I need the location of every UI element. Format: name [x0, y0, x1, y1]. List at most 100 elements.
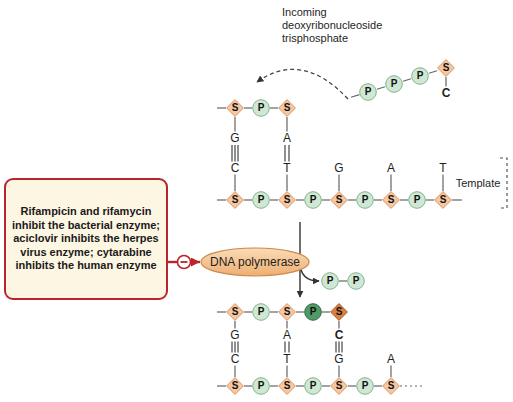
sugar-diamond: S	[434, 191, 452, 209]
sugar-letter: S	[284, 307, 291, 317]
base-letter: A	[283, 329, 291, 341]
hydrogen-bond	[234, 342, 235, 353]
backbone-bond	[244, 311, 252, 312]
sugar-diamond: S	[278, 377, 296, 395]
heading-label: Incoming deoxyribonucleoside trisphospha…	[282, 6, 400, 45]
sugar-letter: S	[443, 63, 450, 73]
sugar-shape	[331, 192, 348, 209]
base-links	[235, 77, 446, 377]
chain-stub	[351, 95, 359, 98]
sugar-letter: S	[440, 195, 447, 205]
phosphate-circle: P	[321, 272, 339, 290]
backbone-bond	[270, 107, 278, 108]
inhibitor-note: Rifampicin and rifamycin inhibit the bac…	[4, 178, 168, 300]
sugar-letter: S	[336, 381, 343, 391]
sugar-diamond: S	[226, 191, 244, 209]
sugar-letter: S	[388, 381, 395, 391]
base-link	[338, 321, 339, 329]
sugar-shape	[227, 192, 244, 209]
base-link	[286, 175, 287, 192]
sugar-diamond: S	[226, 99, 244, 117]
backbone-bond	[244, 199, 252, 200]
phosphate-shape	[360, 84, 377, 101]
phosphate-shape	[253, 304, 270, 321]
sugar-letter: S	[232, 381, 239, 391]
backbone-bond	[400, 199, 408, 200]
phosphate-letter: P	[327, 276, 334, 286]
template-bracket	[500, 158, 507, 208]
base-link	[234, 117, 235, 132]
backbone-bond	[429, 71, 437, 73]
phosphate-letter: P	[310, 381, 317, 391]
connector-group	[168, 71, 437, 386]
base-link	[442, 175, 443, 192]
hydrogen-bond	[288, 342, 289, 353]
phosphate-circle: P	[385, 75, 403, 93]
sugar-shape	[383, 378, 400, 395]
sugar-shape	[279, 304, 296, 321]
sugar-shape	[279, 378, 296, 395]
base-letter: A	[387, 353, 395, 365]
enzyme-shape	[201, 248, 309, 276]
base-letter: G	[230, 132, 239, 144]
sugar-diamond: S	[330, 377, 348, 395]
base-link	[286, 321, 287, 329]
enzyme-name: DNA polymerase	[210, 255, 300, 269]
sugar-letter: S	[232, 307, 239, 317]
base-letter: G	[334, 353, 343, 365]
sugar-diamond: S	[278, 99, 296, 117]
sugar-shape	[279, 192, 296, 209]
strand-stub	[217, 385, 226, 386]
phosphate-circle: P	[252, 303, 270, 321]
phosphate-shape	[253, 378, 270, 395]
phosphate-circle: P	[356, 191, 374, 209]
sugar-letter: S	[232, 103, 239, 113]
base-link	[286, 366, 287, 378]
backbone-bond	[270, 385, 278, 386]
sugar-shape	[331, 378, 348, 395]
sugar-shape	[227, 304, 244, 321]
phosphate-shape	[253, 100, 270, 117]
phosphate-circle: P	[411, 67, 429, 85]
phosphate-circle: P	[252, 99, 270, 117]
backbone-bond	[322, 385, 330, 386]
backbone-bond	[244, 107, 252, 108]
phosphate-shape	[357, 192, 374, 209]
hydrogen-bond	[237, 145, 238, 162]
backbone-bond	[374, 385, 382, 386]
sugar-diamond: S	[226, 303, 244, 321]
phosphate-circle: P	[252, 377, 270, 395]
phosphate-shape	[386, 76, 403, 93]
phosphate-letter: P	[310, 307, 317, 317]
hydrogen-bond	[284, 145, 285, 162]
phosphate-shape	[412, 68, 429, 85]
phosphate-circle: P	[304, 377, 322, 395]
hydrogen-bond	[338, 342, 339, 353]
sugar-letter: S	[284, 381, 291, 391]
phosphate-shape	[357, 378, 374, 395]
hydrogen-bond	[288, 145, 289, 162]
base-link	[234, 175, 235, 192]
note-text: Rifampicin and rifamycin inhibit the bac…	[12, 205, 160, 273]
phosphate-letter: P	[258, 381, 265, 391]
backbone-bond	[348, 199, 356, 200]
sugar-letter: S	[336, 307, 343, 317]
phosphate-circle: P	[304, 191, 322, 209]
phosphate-letter: P	[258, 103, 265, 113]
phosphate-letter: P	[258, 307, 265, 317]
phosphate-circle: P	[359, 83, 377, 101]
base-letter: G	[334, 162, 343, 174]
backbone-bond	[426, 199, 434, 200]
phosphate-circle: P	[347, 272, 365, 290]
backbone-bond	[403, 79, 411, 81]
base-link	[338, 366, 339, 378]
inhibition-arrow	[168, 261, 200, 263]
base-link	[390, 366, 391, 378]
backbone-bond	[377, 87, 385, 89]
base-letter: A	[283, 132, 291, 144]
sugar-letter: S	[336, 195, 343, 205]
phosphate-circle: P	[356, 377, 374, 395]
template-label: Template	[456, 178, 501, 189]
backbone-bond	[374, 199, 382, 200]
